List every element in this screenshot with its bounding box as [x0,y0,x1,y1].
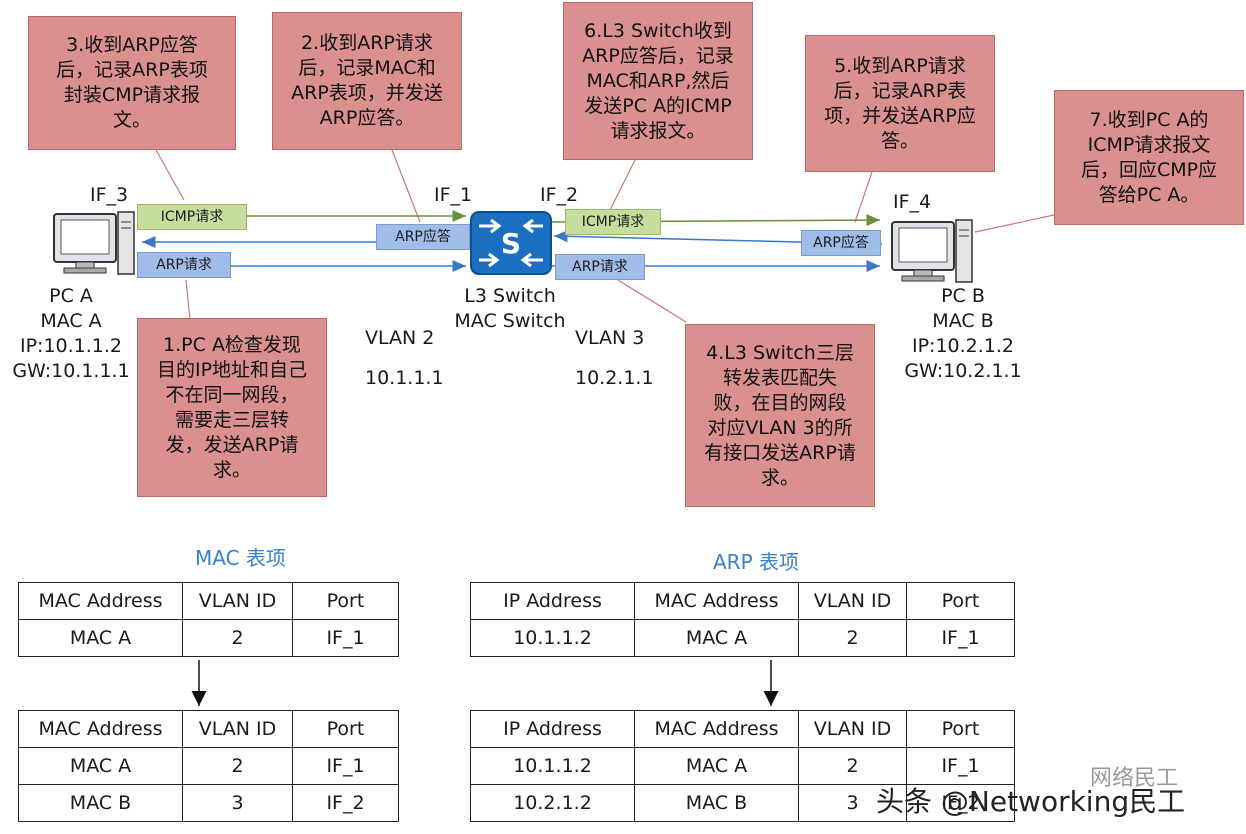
l3-switch-icon: S [470,211,552,275]
note-step-1: 1.PC A检查发现 目的IP地址和自己 不在同一网段， 需要走三层转 发，发送… [137,318,327,497]
column-header: MAC Address [18,710,183,748]
pc-a-icon [53,211,135,275]
callout-line-1 [185,279,191,321]
callout-line-6 [607,159,636,215]
table-cell: MAC B [18,784,183,822]
table-cell: IF_1 [906,619,1015,657]
vlan3-label: VLAN 3 [575,327,645,349]
brand-watermark: 网络民工 [1090,766,1179,791]
column-header: Port [906,710,1015,748]
table-cell: 2 [798,747,907,785]
table-cell: IF_1 [906,747,1015,785]
column-header: Port [292,582,399,620]
table-cell: 10.1.1.2 [470,747,635,785]
note-step-6: 6.L3 Switch收到 ARP应答后，记录 MAC和ARP,然后 发送PC … [563,2,753,160]
table-cell: IF_1 [292,747,399,785]
callout-line-5 [854,171,873,223]
switch-label: L3 Switch MAC Switch [454,285,566,332]
icmp-request-tag-left: ICMP请求 [137,204,247,230]
interface-label-if2: IF_2 [540,184,579,206]
icmp-request-tag-right: ICMP请求 [565,209,661,235]
table-cell: 2 [182,747,293,785]
table-cell: 2 [798,619,907,657]
arp-reply-tag-left: ARP应答 [376,224,470,250]
pc-a-label: PC A MAC A IP:10.1.1.2 GW:10.1.1.1 [12,285,130,382]
table-cell: 3 [798,784,907,822]
table-header-row: IP Address MAC Address VLAN ID Port [470,710,1015,748]
arp-table-title: ARP 表项 [713,550,799,574]
column-header: MAC Address [18,582,183,620]
arp-table-after: IP Address MAC Address VLAN ID Port 10.1… [470,710,1015,822]
callout-line-2 [391,149,421,223]
pc-b-icon [891,219,973,283]
arp-request-tag-right: ARP请求 [555,254,645,280]
table-row: MAC A 2 IF_1 [18,619,399,657]
column-header: VLAN ID [798,582,907,620]
vlan2-network: 10.1.1.1 [365,367,444,389]
vlan3-network: 10.2.1.1 [575,367,654,389]
vlan2-label: VLAN 2 [365,327,435,349]
note-step-2: 2.收到ARP请求 后，记录MAC和 ARP表项，并发送 ARP应答。 [272,12,462,150]
table-row: 10.1.1.2 MAC A 2 IF_1 [470,747,1015,785]
note-step-5: 5.收到ARP请求 后，记录ARP表 项，并发送ARP应 答。 [805,35,995,172]
table-cell: MAC A [634,619,799,657]
arp-table-before: IP Address MAC Address VLAN ID Port 10.1… [470,582,1015,657]
column-header: VLAN ID [182,710,293,748]
arp-reply-tag-right: ARP应答 [801,230,881,256]
table-row: 10.1.1.2 MAC A 2 IF_1 [470,619,1015,657]
table-cell: IF_2 [906,784,1015,822]
note-step-4: 4.L3 Switch三层 转发表匹配失 败，在目的网段 对应VLAN 3的所 … [685,324,875,507]
column-header: IP Address [470,710,635,748]
column-header: Port [906,582,1015,620]
mac-table-before: MAC Address VLAN ID Port MAC A 2 IF_1 [18,582,399,657]
note-step-3: 3.收到ARP应答 后，记录ARP表项 封装CMP请求报 文。 [28,16,236,150]
switch-symbol: S [501,227,521,260]
callout-line-3 [155,149,185,201]
table-cell: 3 [182,784,293,822]
column-header: IP Address [470,582,635,620]
table-cell: MAC B [634,784,799,822]
table-row: MAC A 2 IF_1 [18,747,399,785]
callout-line-4 [617,279,687,323]
table-header-row: IP Address MAC Address VLAN ID Port [470,582,1015,620]
column-header: MAC Address [634,710,799,748]
table-cell: MAC A [634,747,799,785]
table-cell: IF_2 [292,784,399,822]
table-cell: IF_1 [292,619,399,657]
table-cell: MAC A [18,619,183,657]
table-header-row: MAC Address VLAN ID Port [18,710,399,748]
column-header: Port [292,710,399,748]
column-header: VLAN ID [798,710,907,748]
interface-label-if3: IF_3 [90,184,129,206]
table-cell: 10.1.1.2 [470,619,635,657]
table-cell: MAC A [18,747,183,785]
interface-label-if1: IF_1 [434,184,473,206]
pc-b-label: PC B MAC B IP:10.2.1.2 GW:10.2.1.1 [904,285,1022,382]
note-step-7: 7.收到PC A的 ICMP请求报文 后，回应CMP应 答给PC A。 [1054,90,1244,225]
table-header-row: MAC Address VLAN ID Port [18,582,399,620]
table-cell: 10.2.1.2 [470,784,635,822]
source-watermark: 头条 @Networking民工 [876,785,1186,818]
mac-table-title: MAC 表项 [195,546,286,570]
column-header: VLAN ID [182,582,293,620]
callout-line-7 [974,214,1055,233]
table-cell: 2 [182,619,293,657]
table-row: 10.2.1.2 MAC B 3 IF_2 [470,784,1015,822]
column-header: MAC Address [634,582,799,620]
table-row: MAC B 3 IF_2 [18,784,399,822]
mac-table-after: MAC Address VLAN ID Port MAC A 2 IF_1 MA… [18,710,399,822]
arp-request-tag-left: ARP请求 [137,252,231,278]
interface-label-if4: IF_4 [893,191,932,213]
